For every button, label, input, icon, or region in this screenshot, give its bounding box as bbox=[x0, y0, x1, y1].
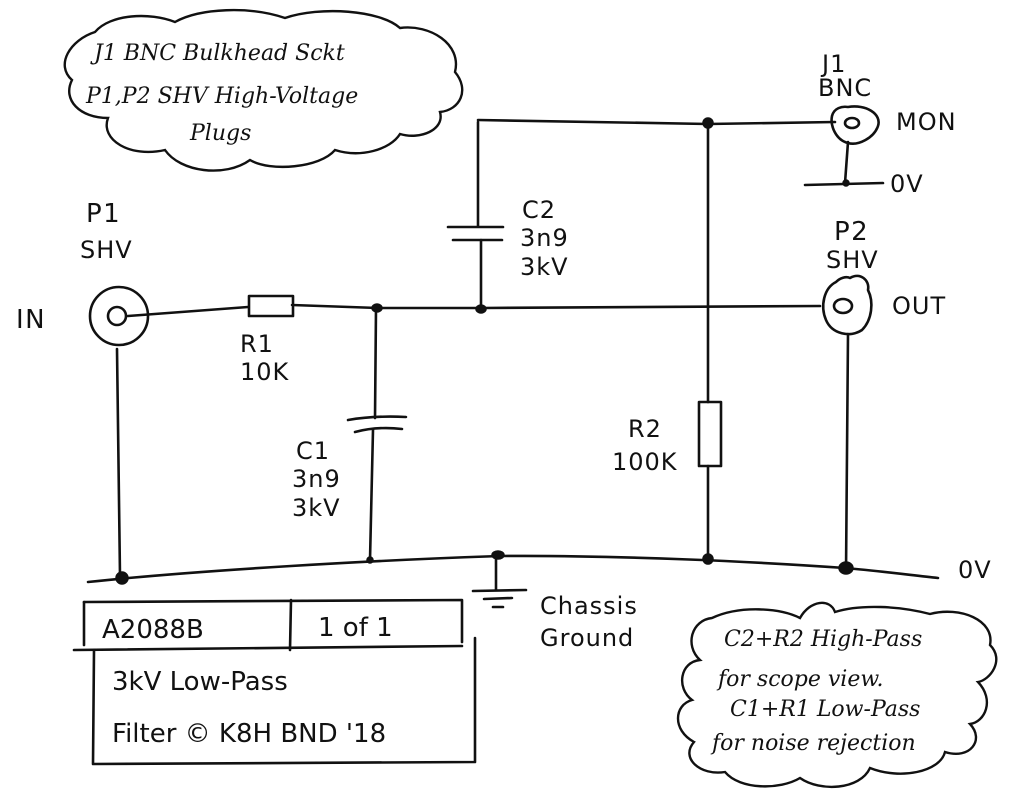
title-block-row-divider bbox=[72, 644, 464, 652]
title-block-top-row bbox=[82, 598, 464, 644]
r2-body-icon bbox=[697, 400, 723, 468]
j1-ref-label: J1 bbox=[820, 50, 846, 78]
title-block: A2088B 1 of 1 3kV Low-Pass Filter © K8H … bbox=[72, 598, 477, 766]
capacitor-c2: C2 3n9 3kV bbox=[446, 196, 569, 281]
p2-center-pin-icon bbox=[832, 297, 854, 315]
note-cloud-top: J1 BNC Bulkhead Sckt P1,P2 SHV High-Volt… bbox=[63, 8, 464, 172]
junction-dot bbox=[491, 550, 505, 560]
c2-rating-label: 3kV bbox=[520, 253, 569, 281]
j1-type-label: BNC bbox=[818, 74, 872, 102]
wire-c1-lower bbox=[368, 428, 375, 562]
p1-type-label: SHV bbox=[80, 236, 133, 264]
ground-rail-label: 0V bbox=[958, 556, 992, 584]
c1-ref-label: C1 bbox=[296, 437, 330, 465]
junctions bbox=[115, 117, 854, 585]
wire-c1-upper bbox=[373, 306, 378, 420]
p1-signal-label: IN bbox=[16, 305, 46, 335]
p2-signal-label: OUT bbox=[892, 292, 946, 320]
r1-value-label: 10K bbox=[240, 358, 290, 386]
wire-p1-ground bbox=[115, 347, 122, 578]
drawing-number: A2088B bbox=[102, 615, 204, 645]
j1-ground-label: 0V bbox=[890, 170, 924, 198]
ground-rail bbox=[86, 554, 940, 584]
note-top-line-2: P1,P2 SHV High-Voltage bbox=[85, 84, 358, 109]
r1-ref-label: R1 bbox=[240, 330, 274, 358]
junction-dot bbox=[115, 571, 129, 585]
junction-dot bbox=[702, 117, 714, 129]
wire-r1-to-p2 bbox=[290, 303, 822, 310]
title-description-line-1: 3kV Low-Pass bbox=[112, 667, 288, 697]
r1-body-icon bbox=[247, 294, 295, 318]
connector-j1: J1 BNC MON 0V bbox=[818, 50, 957, 198]
r2-ref-label: R2 bbox=[628, 415, 662, 443]
chassis-ground-label-2: Ground bbox=[540, 624, 634, 652]
capacitor-c1: C1 3n9 3kV bbox=[292, 415, 408, 522]
p1-outer-ring-icon bbox=[88, 285, 150, 347]
title-block-lower-box bbox=[91, 636, 477, 766]
note-top-line-3: Plugs bbox=[189, 121, 251, 146]
note-bottom-line-2: for scope view. bbox=[716, 667, 884, 692]
ground-bar-2 bbox=[482, 596, 514, 601]
resistor-r1: R1 10K bbox=[240, 294, 295, 386]
junction-dot bbox=[366, 556, 374, 564]
junction-dot bbox=[842, 179, 850, 187]
c2-ref-label: C2 bbox=[522, 196, 556, 224]
wire-top-line bbox=[476, 118, 837, 126]
c2-value-label: 3n9 bbox=[520, 224, 569, 252]
cloud-outline-bottom bbox=[676, 601, 998, 789]
c1-value-label: 3n9 bbox=[292, 465, 341, 493]
junction-dot bbox=[475, 304, 487, 314]
p2-type-label: SHV bbox=[826, 246, 879, 274]
junction-dot bbox=[838, 561, 854, 575]
junction-dot bbox=[371, 303, 383, 313]
chassis-ground-label-1: Chassis bbox=[540, 592, 638, 620]
note-bottom-line-3: C1+R1 Low-Pass bbox=[730, 697, 920, 722]
sheet-number: 1 of 1 bbox=[318, 613, 393, 643]
note-top-line-1: J1 BNC Bulkhead Sckt bbox=[90, 41, 345, 66]
p2-outer-ring-icon bbox=[822, 274, 873, 336]
c1-rating-label: 3kV bbox=[292, 494, 341, 522]
wires bbox=[86, 118, 940, 592]
connector-p2: P2 SHV OUT bbox=[822, 217, 946, 336]
j1-signal-label: MON bbox=[896, 108, 957, 136]
chassis-ground-symbol: Chassis Ground bbox=[471, 588, 638, 652]
c1-plate-bottom-icon bbox=[353, 426, 404, 434]
wire-j1-ground bbox=[843, 140, 850, 185]
junction-dot bbox=[702, 553, 714, 565]
p1-center-pin-icon bbox=[106, 305, 128, 327]
note-cloud-bottom: C2+R2 High-Pass for scope view. C1+R1 Lo… bbox=[676, 601, 998, 789]
j1-outer-ring-icon bbox=[830, 105, 880, 145]
cloud-outline-top bbox=[63, 8, 464, 172]
wire-p2-ground bbox=[844, 332, 850, 574]
ground-bar-1 bbox=[471, 588, 528, 593]
j1-center-pin-icon bbox=[843, 116, 861, 130]
c1-plate-top-icon bbox=[346, 415, 408, 422]
note-bottom-line-4: for noise rejection bbox=[710, 731, 916, 756]
p2-ref-label: P2 bbox=[834, 217, 869, 247]
note-bottom-line-1: C2+R2 High-Pass bbox=[724, 627, 922, 652]
r2-value-label: 100K bbox=[612, 448, 678, 476]
resistor-r2: R2 100K bbox=[612, 400, 723, 476]
connector-p1: P1 SHV IN bbox=[16, 199, 150, 347]
title-description-line-2: Filter © K8H BND '18 bbox=[112, 719, 386, 749]
p1-ref-label: P1 bbox=[86, 199, 121, 229]
title-block-divider-vertical bbox=[288, 598, 293, 652]
